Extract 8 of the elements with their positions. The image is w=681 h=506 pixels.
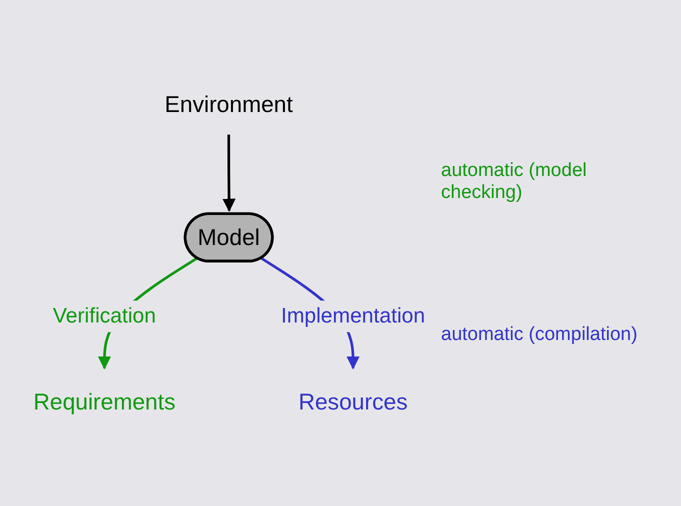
arrow xyxy=(222,134,236,212)
note-text: automatic (model checking) xyxy=(441,160,588,204)
edge-label: Implementation xyxy=(280,304,426,328)
edge-label: Verification xyxy=(52,304,156,328)
node-text: Requirements xyxy=(33,388,176,415)
node-text: Resources xyxy=(298,388,408,415)
node-text: Environment xyxy=(164,90,293,117)
note-text: automatic (compilation) xyxy=(441,324,638,346)
